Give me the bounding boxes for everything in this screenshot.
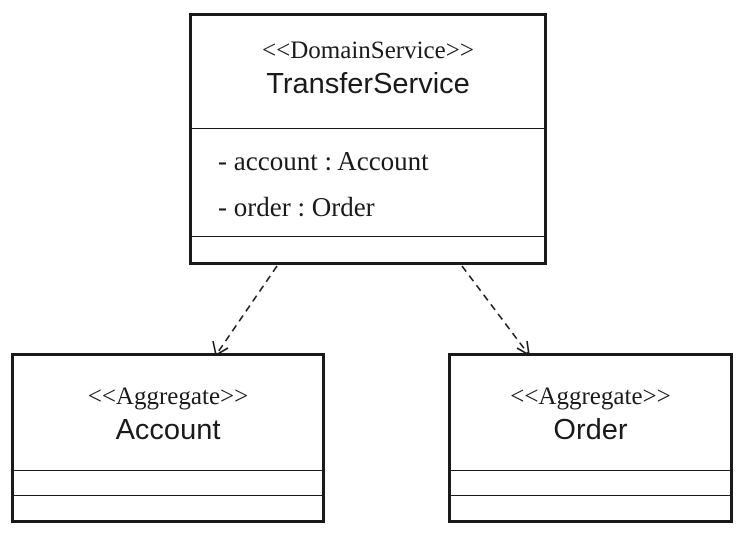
dependency-line-transfer-to-account	[215, 265, 278, 356]
attribute-account: - account : Account	[218, 146, 429, 176]
class-transfer-service[interactable]: <<DomainService>> TransferService - acco…	[189, 13, 547, 265]
class-name: TransferService	[266, 68, 470, 100]
attributes-compartment: - account : Account - order : Order	[192, 128, 544, 236]
attribute-order: - order : Order	[218, 192, 375, 222]
class-name: Order	[553, 414, 628, 446]
name-compartment: <<DomainService>> TransferService	[192, 16, 544, 128]
dependency-line-transfer-to-order	[461, 265, 530, 356]
class-name: Account	[115, 414, 221, 446]
operations-compartment	[451, 495, 730, 520]
stereotype-label: <<Aggregate>>	[87, 383, 249, 410]
attributes-compartment	[451, 470, 730, 495]
class-order[interactable]: <<Aggregate>> Order	[448, 353, 733, 523]
stereotype-label: <<Aggregate>>	[510, 383, 671, 410]
stereotype-label: <<DomainService>>	[262, 37, 474, 64]
operations-compartment	[14, 495, 322, 520]
name-compartment: <<Aggregate>> Order	[451, 356, 730, 470]
class-account[interactable]: <<Aggregate>> Account	[11, 353, 325, 523]
attributes-compartment	[14, 470, 322, 495]
operations-compartment	[192, 236, 544, 262]
name-compartment: <<Aggregate>> Account	[14, 356, 322, 470]
